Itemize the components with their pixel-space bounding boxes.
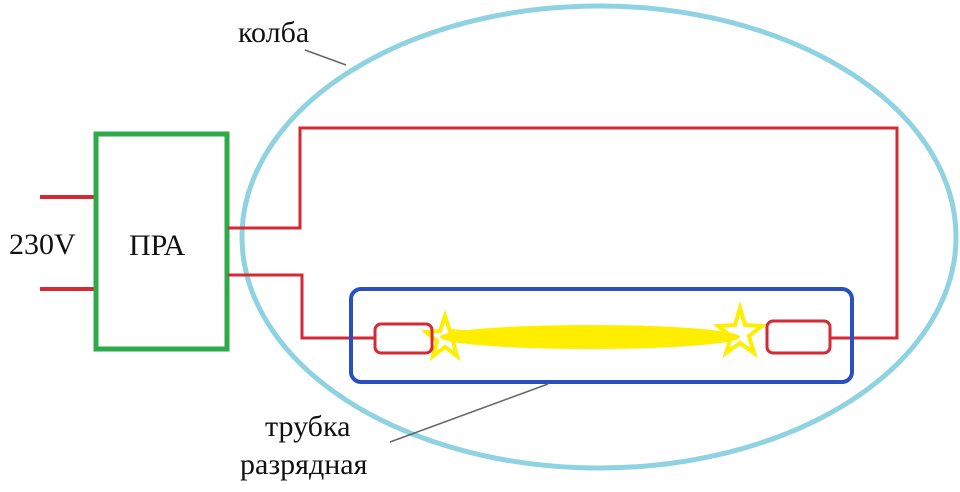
bulb-outline	[239, 3, 959, 471]
bulb-label: колба	[238, 16, 309, 49]
bulb-leader-line	[304, 49, 347, 66]
tube-label-line1: трубка	[265, 410, 350, 443]
discharge-tube	[349, 287, 854, 384]
ballast-label: ПРА	[129, 229, 186, 262]
wire-upper	[228, 126, 899, 340]
electrode-spark-right-icon	[712, 300, 768, 358]
electrode-left	[373, 322, 434, 355]
wire-lower	[228, 273, 375, 340]
tube-label-line2: разрядная	[240, 448, 368, 481]
ballast-box	[93, 131, 230, 352]
electrode-right	[765, 319, 832, 355]
tube-leader-line	[389, 383, 549, 443]
voltage-label: 230V	[9, 228, 76, 261]
discharge-arc	[440, 325, 740, 349]
